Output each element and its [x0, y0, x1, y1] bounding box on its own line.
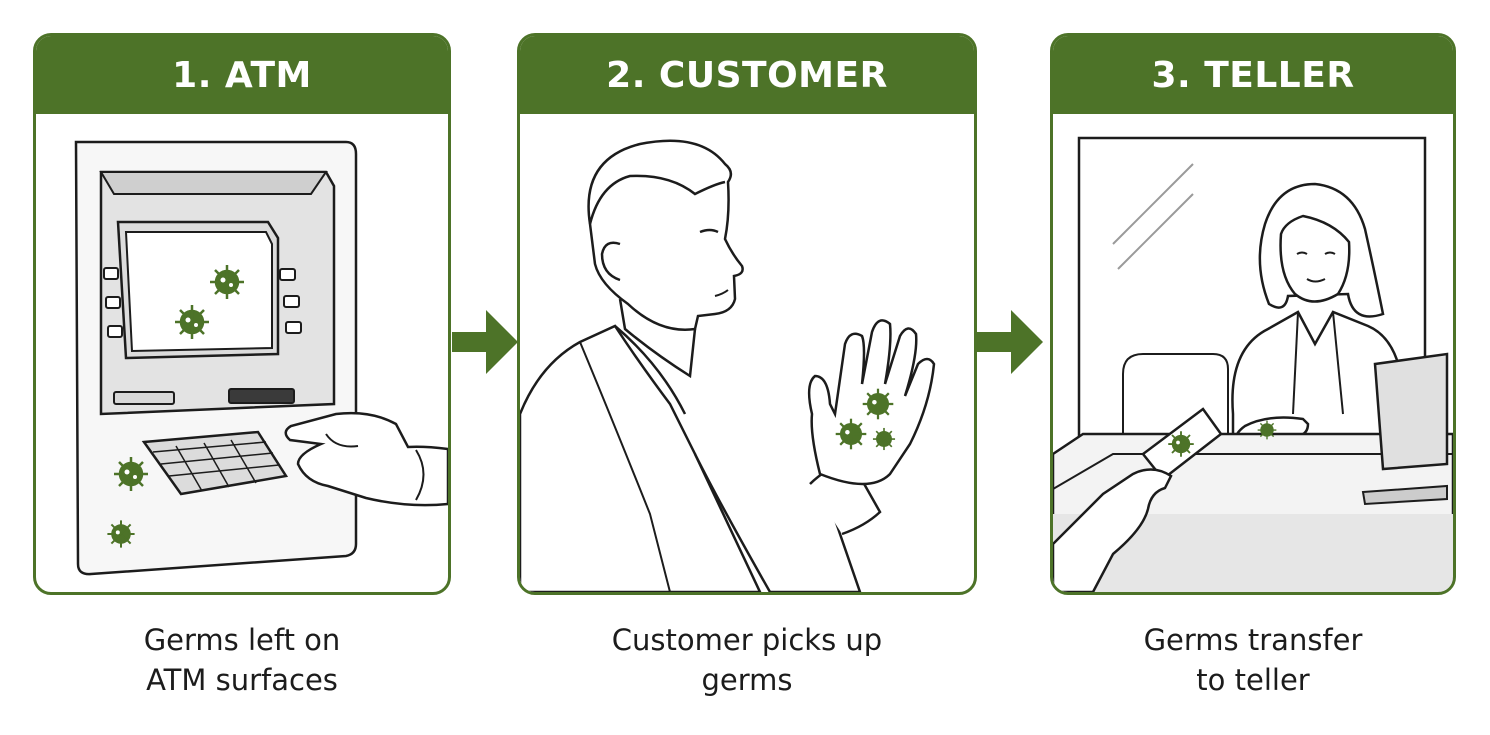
germ-icon: [107, 265, 244, 548]
customer-illustration: [520, 114, 974, 592]
panel-atm: 1. ATM: [33, 33, 451, 595]
caption-atm-line1: Germs left on: [143, 623, 341, 657]
panel-title-teller: 3. TELLER: [1053, 36, 1453, 114]
germ-icon: [835, 388, 896, 451]
panel-customer: 2. CUSTOMER: [517, 33, 977, 595]
panel-title-atm: 1. ATM: [36, 36, 448, 114]
caption-customer: Customer picks up germs: [517, 620, 977, 700]
panel-teller: 3. TELLER: [1050, 33, 1456, 595]
atm-illustration: [36, 114, 448, 592]
germ-icon: [1168, 420, 1277, 457]
atm-drawing: [74, 140, 448, 576]
caption-teller: Germs transfer to teller: [1050, 620, 1456, 700]
caption-atm-line2: ATM surfaces: [146, 663, 338, 697]
customer-drawing: [520, 139, 936, 592]
caption-customer-line2: germs: [701, 663, 793, 697]
teller-drawing: [1053, 136, 1453, 592]
panel-title-customer: 2. CUSTOMER: [520, 36, 974, 114]
caption-teller-line1: Germs transfer: [1143, 623, 1363, 657]
caption-customer-line1: Customer picks up: [611, 623, 883, 657]
caption-teller-line2: to teller: [1196, 663, 1310, 697]
right-arrow-icon: [977, 310, 1043, 378]
right-arrow-icon: [452, 310, 518, 378]
teller-illustration: [1053, 114, 1453, 592]
caption-atm: Germs left on ATM surfaces: [33, 620, 451, 700]
